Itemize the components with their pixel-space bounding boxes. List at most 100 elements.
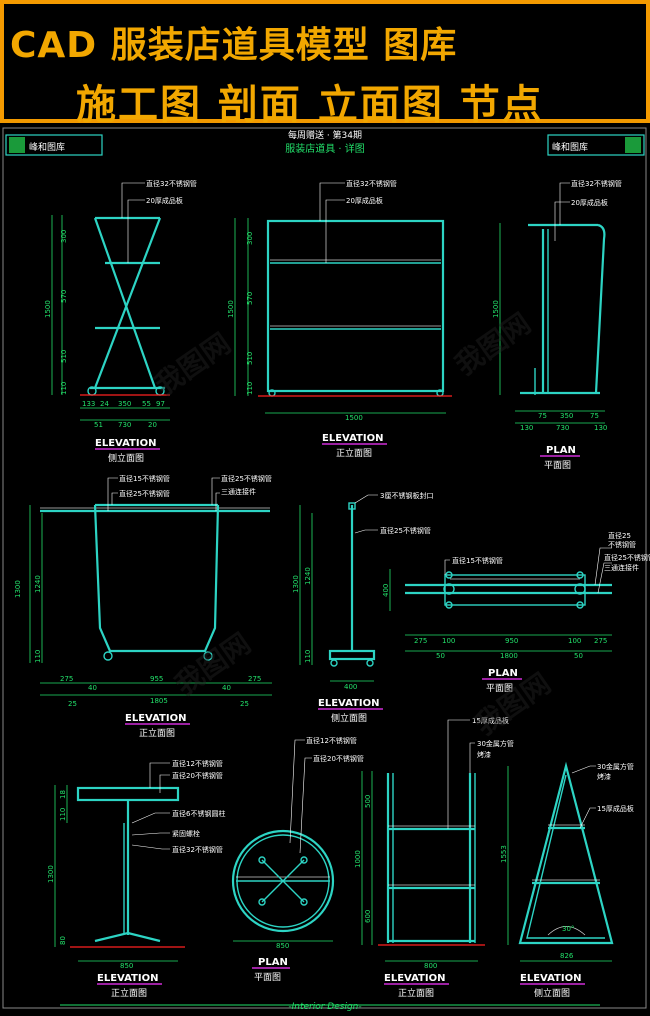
dim-a-h2: 570: [60, 290, 68, 303]
sheet-border: [2, 127, 647, 1009]
dim-c-w3: 75: [590, 412, 599, 420]
callout-a1: 直径32不锈钢管: [146, 179, 197, 188]
brand-right-text: 峰和图库: [552, 141, 588, 153]
callout-d3: 直径25不锈钢管: [221, 474, 272, 483]
dim-a-h1: 300: [60, 230, 68, 243]
brand-left: 峰和图库: [5, 134, 103, 156]
dim-f-w7: 1800: [500, 652, 518, 660]
label-b-front: 正立面图: [336, 447, 372, 459]
callout-i2: 30金属方管: [477, 739, 514, 748]
dim-a-w6: 51: [94, 421, 103, 429]
dim-a-total: 1500: [44, 300, 52, 318]
dim-a-w2: 24: [100, 400, 109, 408]
dim-c-w4: 130: [520, 424, 533, 432]
callout-f1: 直径15不锈钢管: [452, 556, 503, 565]
dim-c-w5: 730: [556, 424, 569, 432]
dim-a-w8: 20: [148, 421, 157, 429]
banner-title-line2: 施工图 剖面 立面图 节点: [76, 82, 544, 128]
drawing-i-front-elevation: 500 1000 600 800 15厚成品板 30金属方管 烤漆 ELEVAT…: [354, 716, 514, 999]
callout-i1: 15厚成品板: [472, 716, 509, 725]
label-c-plan: PLAN: [546, 445, 576, 456]
drawing-d-front-elevation: 1300 1240 110 275 40 955 40 275 25 1805 …: [14, 474, 272, 739]
callout-i3: 烤漆: [477, 750, 491, 759]
dim-d-w3: 955: [150, 675, 163, 683]
callout-a2: 20厚成品板: [146, 196, 183, 205]
dim-e-h2: 1240: [304, 567, 312, 585]
dim-g-w: 850: [120, 962, 133, 970]
dim-f-w8: 50: [574, 652, 583, 660]
callout-f5: 三通连接件: [604, 563, 639, 572]
dim-j-w: 826: [560, 952, 574, 960]
footer-interior-design: -Interior Design-: [288, 1002, 361, 1012]
drawing-a-side-elevation: 300 570 510 110 1500 133 24 350 55 97 51…: [44, 179, 197, 464]
dim-d-w7: 1805: [150, 697, 168, 705]
callout-e2: 直径25不锈钢管: [380, 526, 431, 535]
callout-f4: 直径25不锈钢管: [604, 553, 650, 562]
dim-h-w: 850: [276, 942, 289, 950]
dim-c-total: 1500: [492, 300, 500, 318]
dim-a-h4: 110: [60, 382, 68, 395]
dim-b-h1: 300: [246, 232, 254, 245]
label-j-side: 侧立面图: [534, 987, 570, 999]
drawing-b-front-elevation: 300 570 510 110 1500 1500 直径32不锈钢管 20厚成品…: [227, 179, 452, 459]
brand-right: 峰和图库: [547, 134, 645, 156]
drawing-h-plan: 850 直径12不锈钢管 直径20不锈钢管 PLAN 平面图: [231, 736, 364, 983]
logo-left-icon: [9, 137, 25, 153]
dim-g-h2: 110: [59, 808, 67, 821]
label-f-planview: 平面图: [486, 683, 513, 694]
dim-c-w6: 130: [594, 424, 607, 432]
dim-e-h1: 1300: [292, 575, 300, 593]
label-c-planview: 平面图: [544, 460, 571, 471]
callout-e1: 3厘不锈钢板封口: [380, 491, 433, 500]
logo-right-icon: [625, 137, 641, 153]
dim-d-w4: 40: [222, 684, 231, 692]
callout-d1: 直径15不锈钢管: [119, 474, 170, 483]
dim-a-w5: 97: [156, 400, 165, 408]
callout-g1: 直径12不锈钢管: [172, 759, 223, 768]
callout-c2: 20厚成品板: [571, 198, 608, 207]
callout-h2: 直径20不锈钢管: [313, 754, 364, 763]
dim-d-w6: 25: [68, 700, 77, 708]
dim-b-h3: 510: [246, 352, 254, 365]
dim-i-h2: 1000: [354, 850, 362, 868]
dim-g-h1: 1300: [47, 865, 55, 883]
dim-a-h3: 510: [60, 350, 68, 363]
brand-left-text: 峰和图库: [29, 141, 65, 153]
callout-b1: 直径32不锈钢管: [346, 179, 397, 188]
label-a-side: 侧立面图: [108, 452, 144, 464]
drawing-e-side-elevation: 1300 1240 110 400 3厘不锈钢板封口 直径25不锈钢管 ELEV…: [292, 491, 433, 724]
cad-drawing: .fr{stroke:#2dd4c4;stroke-width:2.2;fill…: [2, 127, 650, 1012]
drawing-sheet: .fr{stroke:#2dd4c4;stroke-width:2.2;fill…: [0, 123, 650, 1012]
dim-f-w1: 275: [414, 637, 427, 645]
dim-b-h4: 110: [246, 382, 254, 395]
dim-e-h3: 110: [304, 650, 312, 663]
dim-j-h: 1553: [500, 845, 508, 863]
callout-g5: 直径32不锈钢管: [172, 845, 223, 854]
drawing-j-side-elevation: 1553 30° 826 30金属方管 烤漆 15厚成品板 ELEVATION …: [500, 761, 634, 999]
callout-g2: 直径20不锈钢管: [172, 771, 223, 780]
dim-f-w5: 275: [594, 637, 607, 645]
label-i-elevation: ELEVATION: [384, 973, 445, 984]
title-banner-inner: CAD 服装店道具模型 图库 施工图 剖面 立面图 节点: [4, 4, 646, 128]
callout-f3: 不锈钢管: [608, 540, 636, 549]
dim-f-w6: 50: [436, 652, 445, 660]
callout-j3: 15厚成品板: [597, 804, 634, 813]
dim-g-h4: 80: [59, 936, 67, 945]
dim-d-w2: 40: [88, 684, 97, 692]
callout-g3: 直径6不锈钢圆柱: [172, 809, 225, 818]
dim-a-w3: 350: [118, 400, 131, 408]
dim-f-w2: 100: [442, 637, 455, 645]
drawing-g-front-elevation: 1300 18 110 80 850 直径12不锈钢管 直径20不锈钢管 直径6…: [47, 759, 225, 999]
dim-e-w: 400: [344, 683, 357, 691]
dim-d-w1: 275: [60, 675, 73, 683]
callout-d4: 三通连接件: [221, 487, 256, 496]
dim-a-w4: 55: [142, 400, 151, 408]
dim-d-h3: 110: [34, 650, 42, 663]
callout-f2: 直径25: [608, 531, 631, 540]
dim-i-h3: 600: [364, 910, 372, 923]
label-e-elevation: ELEVATION: [318, 698, 379, 709]
dim-i-h1: 500: [364, 795, 372, 808]
label-d-front: 正立面图: [139, 727, 175, 739]
label-b-elevation: ELEVATION: [322, 433, 383, 444]
callout-h1: 直径12不锈钢管: [306, 736, 357, 745]
